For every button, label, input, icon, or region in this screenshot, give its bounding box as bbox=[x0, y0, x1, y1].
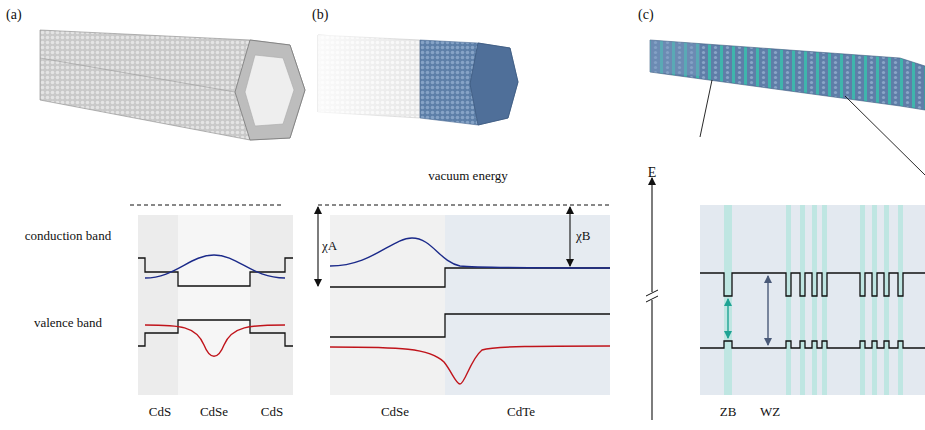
phase-label: WZ bbox=[752, 404, 788, 420]
band-label: valence band bbox=[18, 315, 118, 331]
band-label: conduction band bbox=[18, 228, 118, 244]
affinity-label: χA bbox=[322, 238, 352, 254]
phase-label: ZB bbox=[710, 404, 746, 420]
material-label: CdS bbox=[252, 404, 292, 420]
axis-label: E bbox=[640, 164, 664, 182]
panel-label: (a) bbox=[6, 6, 36, 24]
vacuum-label: vacuum energy bbox=[408, 168, 528, 184]
panel-label: (b) bbox=[312, 6, 342, 24]
material-label: CdS bbox=[140, 404, 180, 420]
material-label: CdSe bbox=[370, 404, 420, 420]
material-label: CdTe bbox=[496, 404, 546, 420]
panel-label: (c) bbox=[638, 6, 668, 24]
material-label: CdSe bbox=[194, 404, 234, 420]
affinity-label: χB bbox=[576, 228, 606, 244]
